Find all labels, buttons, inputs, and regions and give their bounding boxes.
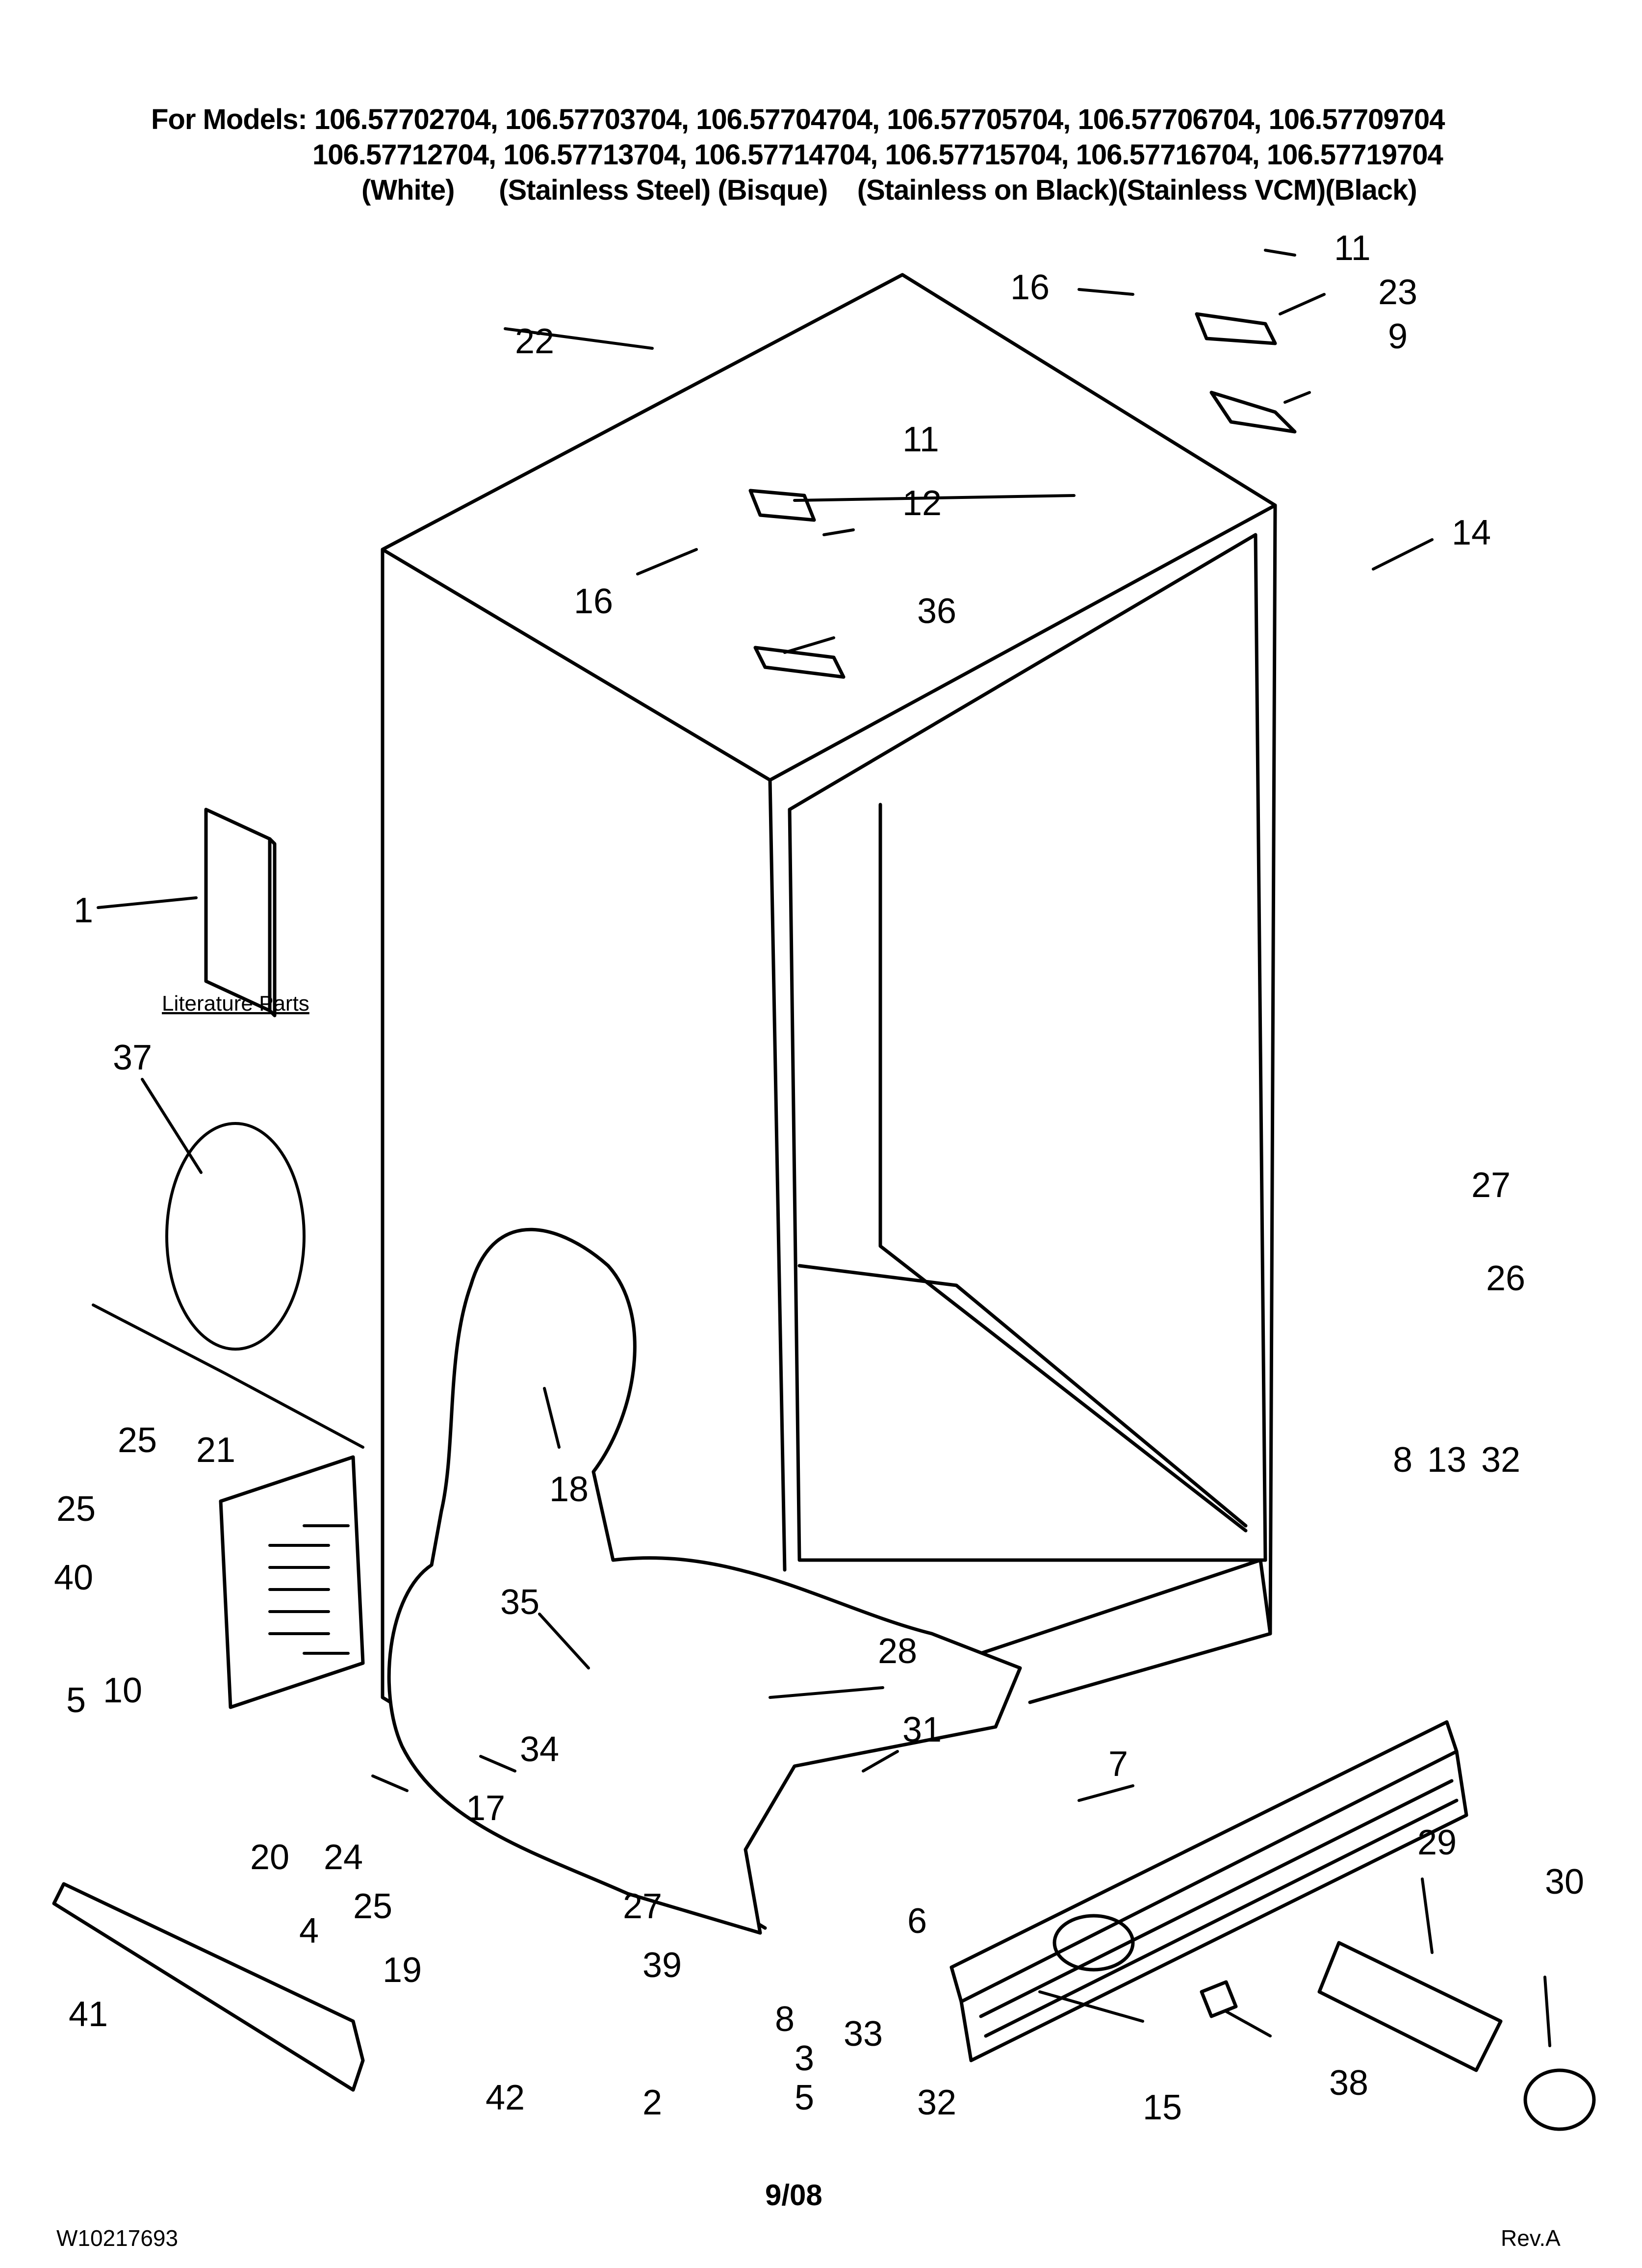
callout-18: 18 bbox=[549, 1470, 589, 1509]
callout-19: 19 bbox=[383, 1951, 422, 1990]
callout-32b: 32 bbox=[917, 2083, 956, 2122]
callout-27a: 27 bbox=[1471, 1166, 1511, 1205]
literature-booklet bbox=[204, 808, 277, 1017]
callout-15: 15 bbox=[1143, 2088, 1182, 2127]
callout-38: 38 bbox=[1329, 2063, 1368, 2103]
callout-25c: 25 bbox=[353, 1887, 392, 1926]
callout-numbers: 1 2 3 4 5 5 6 7 8 8 9 10 11 11 12 13 14 … bbox=[54, 229, 1584, 2127]
callout-41: 41 bbox=[69, 1995, 108, 2034]
callout-25b: 25 bbox=[56, 1489, 96, 1529]
document-number: W10217693 bbox=[56, 2225, 179, 2251]
literature-parts-label: Literature Parts bbox=[162, 991, 309, 1016]
revision-label: Rev.A bbox=[1501, 2225, 1561, 2251]
base-grille bbox=[949, 1720, 1468, 2062]
water-tube-coil bbox=[92, 1122, 364, 1449]
cabinet-outline bbox=[381, 273, 1277, 1930]
callout-27b: 27 bbox=[623, 1887, 662, 1926]
callout-30: 30 bbox=[1545, 1862, 1584, 1902]
callout-22: 22 bbox=[515, 322, 554, 361]
callout-14: 14 bbox=[1452, 513, 1491, 552]
callout-23: 23 bbox=[1378, 273, 1417, 312]
rear-access-panel bbox=[219, 1455, 365, 1709]
callout-8a: 8 bbox=[775, 2000, 795, 2039]
top-hinge-right bbox=[1195, 312, 1297, 434]
callout-34: 34 bbox=[520, 1730, 559, 1769]
models-line-2: 106.57712704, 106.57713704, 106.57714704… bbox=[312, 139, 1443, 171]
callout-40: 40 bbox=[54, 1558, 93, 1597]
revision-date: 9/08 bbox=[765, 2179, 822, 2212]
callout-8b: 8 bbox=[1393, 1440, 1412, 1480]
callout-39: 39 bbox=[642, 1946, 682, 1985]
callout-5b: 5 bbox=[795, 2078, 814, 2117]
callout-37: 37 bbox=[113, 1038, 152, 1077]
callout-1: 1 bbox=[74, 891, 93, 930]
callout-11a: 11 bbox=[1334, 229, 1371, 268]
callout-29: 29 bbox=[1417, 1823, 1457, 1862]
callout-16b: 16 bbox=[574, 582, 613, 621]
cutaway-liner bbox=[387, 1227, 1022, 1935]
callout-7: 7 bbox=[1108, 1745, 1128, 1784]
callout-35: 35 bbox=[500, 1583, 539, 1622]
callout-6: 6 bbox=[907, 1902, 927, 1941]
callout-4: 4 bbox=[299, 1911, 319, 1951]
callout-12: 12 bbox=[902, 484, 942, 523]
callout-3: 3 bbox=[795, 2039, 814, 2078]
callout-33: 33 bbox=[844, 2014, 883, 2054]
models-line-1: For Models: 106.57702704, 106.57703704, … bbox=[151, 104, 1445, 135]
callout-21: 21 bbox=[196, 1431, 235, 1470]
callout-32a: 32 bbox=[1481, 1440, 1520, 1480]
callout-9: 9 bbox=[1388, 317, 1408, 356]
callout-13: 13 bbox=[1427, 1440, 1466, 1480]
water-filter bbox=[1200, 1941, 1596, 2131]
top-hinge-left bbox=[748, 489, 846, 679]
color-variants-line: (White) (Stainless Steel) (Bisque) (Stai… bbox=[361, 174, 1417, 206]
callout-36: 36 bbox=[917, 592, 956, 631]
callout-17: 17 bbox=[466, 1789, 505, 1828]
callout-11b: 11 bbox=[902, 420, 939, 459]
callout-16a: 16 bbox=[1010, 268, 1050, 307]
callout-10: 10 bbox=[103, 1671, 142, 1710]
callout-28: 28 bbox=[878, 1632, 917, 1671]
callout-5a: 5 bbox=[66, 1681, 86, 1720]
leveling-bar bbox=[52, 1882, 365, 2092]
callout-24: 24 bbox=[324, 1838, 363, 1877]
callout-25a: 25 bbox=[118, 1421, 157, 1460]
callout-42: 42 bbox=[486, 2078, 525, 2117]
callout-26: 26 bbox=[1486, 1259, 1525, 1298]
callout-leaders bbox=[97, 249, 1551, 2047]
callout-2: 2 bbox=[642, 2083, 662, 2122]
callout-31: 31 bbox=[902, 1710, 942, 1749]
callout-20: 20 bbox=[250, 1838, 289, 1877]
